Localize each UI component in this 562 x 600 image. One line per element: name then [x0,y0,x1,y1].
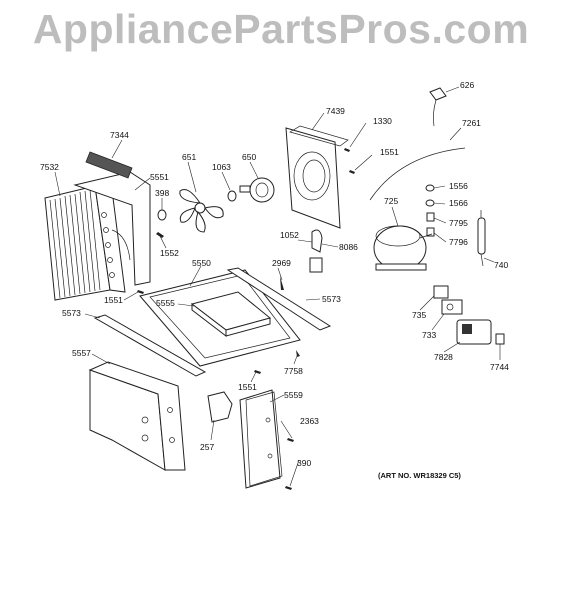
part-7795[interactable] [426,212,435,222]
part-1556[interactable] [425,184,435,192]
clip-7744[interactable] [495,333,505,345]
label-626: 626 [460,80,474,90]
label-5573-left: 5573 [62,308,81,318]
label-5555: 5555 [156,298,175,308]
label-390: 390 [297,458,311,468]
part-7796[interactable] [426,227,435,237]
label-740: 740 [494,260,508,270]
label-7744: 7744 [490,362,509,372]
screw-2363[interactable] [287,438,294,442]
clip-2969[interactable] [280,276,284,290]
label-7795: 7795 [449,218,468,228]
drier[interactable] [477,210,486,267]
condenser-coil[interactable] [44,185,126,301]
label-1063: 1063 [212,162,231,172]
label-5557: 5557 [72,348,91,358]
part-1566[interactable] [425,199,435,207]
callout-labels: 7344 7532 651 1063 650 5551 398 1552 743… [40,80,509,468]
rail-5573-left[interactable] [93,314,207,377]
thermostat-626[interactable] [429,87,447,127]
label-7532: 7532 [40,162,59,172]
label-7828: 7828 [434,352,453,362]
label-1551-upper: 1551 [380,147,399,157]
label-5551: 5551 [150,172,169,182]
overload-733[interactable] [441,299,463,315]
compressor[interactable] [373,225,433,271]
label-1566: 1566 [449,198,468,208]
orifice-shroud[interactable] [285,125,349,229]
screw-1330[interactable] [344,148,350,152]
screw-1551-lower[interactable] [254,370,261,374]
label-8086: 8086 [339,242,358,252]
screw-390[interactable] [285,486,292,490]
fan-blade[interactable] [179,189,224,233]
side-panel-5559[interactable] [239,389,283,489]
label-398: 398 [155,188,169,198]
art-number: (ART NO. WR18329 C5) [378,471,461,480]
screw-1551-upper[interactable] [349,170,355,174]
label-2363: 2363 [300,416,319,426]
label-7261: 7261 [462,118,481,128]
filter-strip[interactable] [85,151,133,179]
rail-5573-right[interactable] [226,267,332,331]
fan-clip[interactable] [227,190,237,202]
label-5559: 5559 [284,390,303,400]
screw-1551-left[interactable] [137,290,144,294]
watermark: AppliancePartsPros.com [32,6,530,52]
screw-7758[interactable] [296,350,300,357]
label-725: 725 [384,196,398,206]
label-1551-lower: 1551 [238,382,257,392]
label-1052: 1052 [280,230,299,240]
fan-motor[interactable] [239,177,275,203]
label-735: 735 [412,310,426,320]
label-1556: 1556 [449,181,468,191]
drain-tray[interactable] [190,291,272,338]
front-panel[interactable] [88,361,186,471]
label-733: 733 [422,330,436,340]
label-7344: 7344 [110,130,129,140]
label-1330: 1330 [373,116,392,126]
label-7758: 7758 [284,366,303,376]
label-7439: 7439 [326,106,345,116]
leader-lines [54,86,501,487]
label-1551-left: 1551 [104,295,123,305]
bracket-257[interactable] [207,391,233,423]
label-5573-right: 5573 [322,294,341,304]
label-1552: 1552 [160,248,179,258]
label-651: 651 [182,152,196,162]
label-257: 257 [200,442,214,452]
label-5550: 5550 [192,258,211,268]
capillary-tube[interactable] [369,147,466,201]
label-2969: 2969 [272,258,291,268]
screw-1552[interactable] [156,232,164,238]
relay-735[interactable] [433,285,449,299]
label-650: 650 [242,152,256,162]
grommet[interactable] [157,209,167,221]
capacitor-bracket[interactable] [309,229,323,273]
label-7796: 7796 [449,237,468,247]
terminal-cover[interactable] [456,319,492,345]
